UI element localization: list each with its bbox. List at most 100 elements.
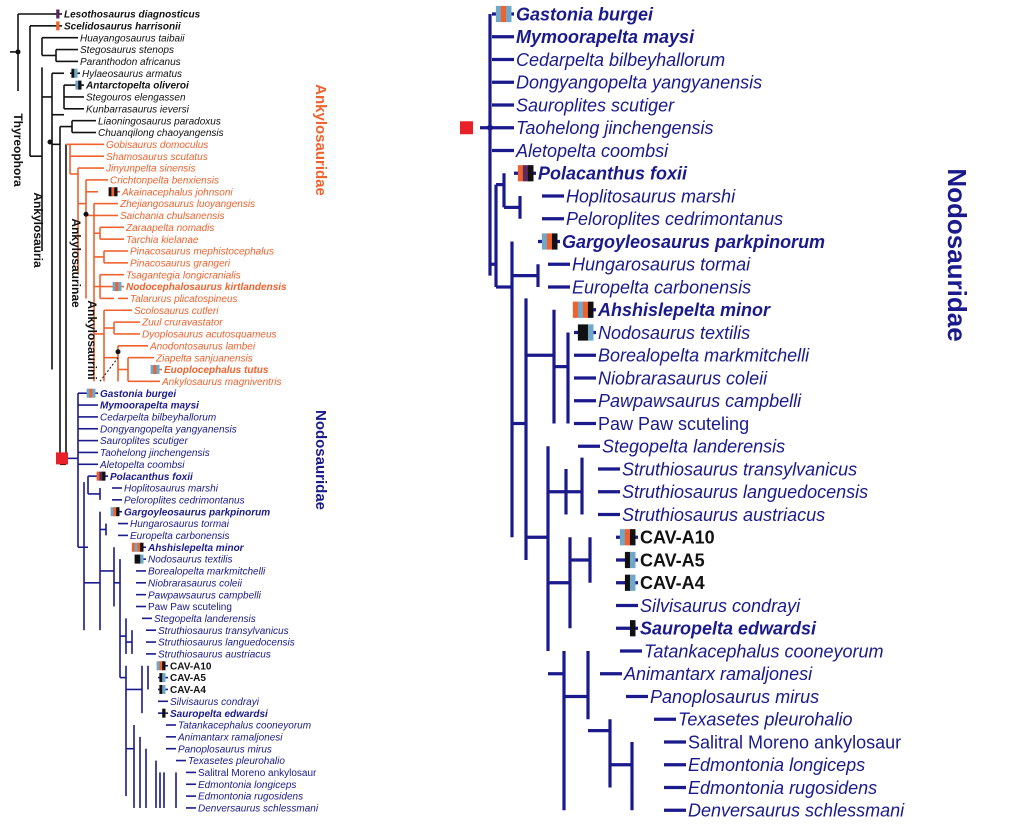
character-marker-icon bbox=[624, 551, 636, 569]
character-marker-icon bbox=[56, 9, 60, 19]
taxon-label-denversaurus-schlessmani: Denversaurus schlessmani bbox=[688, 801, 905, 819]
marker-segment bbox=[99, 471, 103, 481]
taxon-labels: Lesothosaurus diagnosticusScelidosaurus … bbox=[64, 10, 319, 815]
taxon-label-polacanthus-foxii: Polacanthus foxii bbox=[538, 164, 688, 184]
marker-segment bbox=[572, 301, 579, 318]
character-marker-icon bbox=[159, 673, 166, 683]
marker-segment bbox=[153, 365, 157, 374]
marker-segment bbox=[156, 661, 160, 671]
taxon-label-tatankacephalus-cooneyorum: Tatankacephalus cooneyorum bbox=[178, 721, 311, 732]
marker-segment bbox=[495, 5, 502, 23]
taxon-label-gastonia-burgei: Gastonia burgei bbox=[516, 4, 654, 24]
marker-segment bbox=[582, 301, 589, 318]
clade-label-ankylosauria: Ankylosauria bbox=[31, 192, 45, 268]
taxon-label-cav-a5: CAV-A5 bbox=[640, 550, 705, 570]
taxon-label-peloroplites-cedrimontanus: Peloroplites cedrimontanus bbox=[124, 495, 245, 506]
marker-segment bbox=[582, 324, 589, 341]
taxon-label-hungarosaurus-tormai: Hungarosaurus tormai bbox=[130, 519, 230, 530]
marker-segment bbox=[156, 365, 160, 374]
marker-segment bbox=[89, 388, 93, 398]
taxon-label-polacanthus-foxii: Polacanthus foxii bbox=[110, 472, 193, 483]
marker-segment bbox=[162, 661, 166, 671]
taxon-label-anodontosaurus-lambei: Anodontosaurus lambei bbox=[149, 341, 256, 352]
taxon-label-stegopelta-landerensis: Stegopelta landerensis bbox=[602, 437, 785, 457]
character-marker-icon bbox=[619, 529, 636, 546]
taxon-label-gargoyleosaurus-parkpinorum: Gargoyleosaurus parkpinorum bbox=[562, 232, 825, 252]
marker-segment bbox=[71, 68, 75, 78]
character-marker-icon bbox=[541, 233, 558, 250]
clade-label-nodosauridae: Nodosauridae bbox=[312, 410, 329, 510]
taxon-label-dongyangopelta-yangyanensis: Dongyangopelta yangyanensis bbox=[100, 424, 237, 435]
taxon-label-stegosaurus-stenops: Stegosaurus stenops bbox=[80, 45, 174, 56]
marker-segment bbox=[75, 80, 79, 90]
branch-lines bbox=[460, 12, 686, 812]
taxon-label-aletopelta-coombsi: Aletopelta coombsi bbox=[515, 141, 669, 161]
taxon-label-liaoningosaurus-paradoxus: Liaoningosaurus paradoxus bbox=[98, 116, 221, 127]
clade-label-thyreophora: Thyreophora bbox=[11, 113, 25, 187]
taxon-label-silvisaurus-condrayi: Silvisaurus condrayi bbox=[640, 596, 801, 616]
marker-segment bbox=[111, 187, 115, 197]
taxon-label-gobisaurus-domoculus: Gobisaurus domoculus bbox=[106, 140, 208, 151]
taxon-label-hoplitosaurus-marshi: Hoplitosaurus marshi bbox=[566, 186, 736, 206]
marker-segment bbox=[118, 282, 122, 292]
taxon-label-edmontonia-longiceps: Edmontonia longiceps bbox=[688, 755, 865, 775]
taxon-label-zhejiangosaurus-luoyangensis: Zhejiangosaurus luoyangensis bbox=[119, 199, 255, 210]
marker-segment bbox=[86, 388, 90, 398]
full-cladogram: Lesothosaurus diagnosticusScelidosaurus … bbox=[10, 9, 329, 815]
taxon-label-saichania-chulsanensis: Saichania chulsanensis bbox=[120, 211, 225, 222]
taxon-label-dongyangopelta-yangyanensis: Dongyangopelta yangyanensis bbox=[516, 73, 762, 93]
marker-segment bbox=[624, 551, 631, 569]
marker-segment bbox=[551, 233, 558, 250]
taxon-label-sauroplites-scutiger: Sauroplites scutiger bbox=[100, 436, 188, 447]
taxon-label-kunbarrasaurus-ieversi: Kunbarrasaurus ieversi bbox=[86, 104, 190, 115]
marker-segment bbox=[505, 5, 512, 23]
node-dot-icon bbox=[83, 211, 89, 217]
marker-segment bbox=[112, 282, 116, 292]
marker-segment bbox=[624, 574, 631, 591]
taxon-label-dyoplosaurus-acutosquameus: Dyoplosaurus acutosquameus bbox=[142, 330, 277, 341]
taxon-label-sauropelta-edwardsi: Sauropelta edwardsi bbox=[640, 619, 817, 639]
marker-segment bbox=[137, 554, 141, 564]
taxon-label-struthiosaurus-languedocensis: Struthiosaurus languedocensis bbox=[622, 482, 868, 502]
character-marker-icon bbox=[86, 388, 96, 398]
taxon-label-shamosaurus-scutatus: Shamosaurus scutatus bbox=[106, 152, 208, 163]
node-dot-icon bbox=[47, 139, 53, 145]
marker-segment bbox=[113, 507, 117, 517]
marker-segment bbox=[527, 165, 534, 182]
marker-segment bbox=[159, 673, 163, 683]
taxon-label-paranthodon-africanus: Paranthodon africanus bbox=[80, 57, 181, 68]
taxon-label-denversaurus-schlessmani: Denversaurus schlessmani bbox=[198, 804, 319, 815]
character-marker-icon bbox=[131, 542, 144, 552]
taxon-label-animantarx-ramaljonesi: Animantarx ramaljonesi bbox=[623, 664, 813, 684]
taxon-label-borealopelta-markmitchelli: Borealopelta markmitchelli bbox=[148, 567, 266, 578]
taxon-label-pawpawsaurus-campbelli: Pawpawsaurus campbelli bbox=[598, 391, 802, 411]
character-marker-icon bbox=[495, 5, 512, 23]
marker-segment bbox=[56, 9, 60, 19]
marker-segment bbox=[522, 165, 529, 182]
taxon-label-struthiosaurus-austriacus: Struthiosaurus austriacus bbox=[622, 505, 825, 525]
clade-label-ankylosauridae: Ankylosauridae bbox=[312, 84, 329, 196]
taxon-markers bbox=[56, 9, 166, 718]
taxon-label-lesothosaurus-diagnosticus: Lesothosaurus diagnosticus bbox=[64, 10, 201, 21]
taxon-label-jinyunpelta-sinensis: Jinyunpelta sinensis bbox=[105, 164, 196, 175]
taxon-label-struthiosaurus-austriacus: Struthiosaurus austriacus bbox=[158, 650, 271, 661]
taxon-label-cav-a10: CAV-A10 bbox=[170, 661, 212, 672]
taxon-label-struthiosaurus-transylvanicus: Struthiosaurus transylvanicus bbox=[158, 626, 289, 637]
taxon-label-cav-a5: CAV-A5 bbox=[170, 673, 206, 684]
taxon-label-europelta-carbonensis: Europelta carbonensis bbox=[130, 531, 230, 542]
taxon-label-tsagantegia-longicranialis: Tsagantegia longicranialis bbox=[126, 270, 241, 281]
taxon-label-panoplosaurus-mirus: Panoplosaurus mirus bbox=[178, 744, 272, 755]
taxon-label-struthiosaurus-languedocensis: Struthiosaurus languedocensis bbox=[158, 638, 295, 649]
taxon-label-mymoorapelta-maysi: Mymoorapelta maysi bbox=[100, 401, 199, 412]
clade-pointer bbox=[99, 357, 119, 382]
taxon-label-tatankacephalus-cooneyorum: Tatankacephalus cooneyorum bbox=[644, 641, 884, 661]
character-marker-icon bbox=[156, 661, 166, 671]
taxon-label-peloroplites-cedrimontanus: Peloroplites cedrimontanus bbox=[566, 209, 783, 229]
character-marker-icon bbox=[108, 187, 118, 197]
marker-segment bbox=[134, 554, 138, 564]
marker-segment bbox=[140, 542, 144, 552]
taxon-label-zaraapelta-nomadis: Zaraapelta nomadis bbox=[125, 223, 214, 234]
marker-segment bbox=[619, 529, 626, 546]
character-marker-icon bbox=[75, 80, 82, 90]
taxon-label-europelta-carbonensis: Europelta carbonensis bbox=[572, 277, 751, 297]
